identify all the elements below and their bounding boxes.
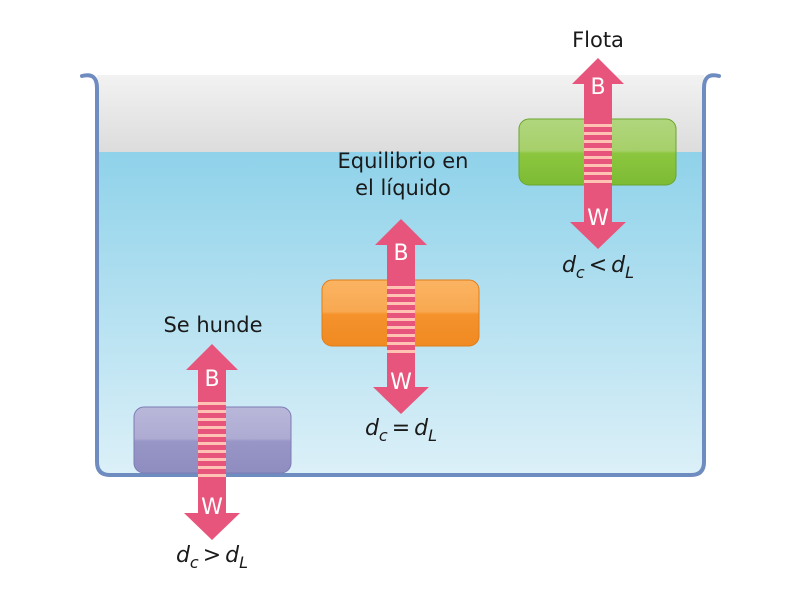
float-weight-arrow: W [570,185,626,249]
float-weight-label: W [587,206,609,231]
equilibrium-striped-shaft [387,280,415,360]
float-case: Flota B W dc<dL [518,28,677,282]
sink-caption: Se hunde [163,313,262,337]
sink-striped-shaft [198,395,226,486]
sink-buoyancy-arrow: B [186,344,238,407]
equilibrium-relation: dc=dL [365,416,437,445]
equilibrium-case: Equilibrio en el líquido B W dc=dL [321,149,480,445]
equilibrium-buoyancy-label: B [393,241,408,266]
sink-case: Se hunde B W dc>dL [133,313,292,572]
float-buoyancy-label: B [590,75,605,100]
equilibrium-caption-line2: el líquido [355,176,451,200]
sink-weight-label: W [201,495,223,520]
equilibrium-weight-arrow: W [373,360,429,414]
float-relation: dc<dL [562,253,634,282]
float-buoyancy-arrow: B [572,58,624,119]
equilibrium-buoyancy-arrow: B [375,219,427,280]
float-caption: Flota [572,28,624,52]
float-striped-shaft [584,119,612,185]
equilibrium-caption-line1: Equilibrio en [338,149,469,173]
sink-buoyancy-label: B [204,367,219,392]
tank-outline [80,73,721,477]
sink-weight-arrow: W [184,486,240,540]
equilibrium-weight-label: W [390,370,412,395]
sink-relation: dc>dL [176,543,248,572]
